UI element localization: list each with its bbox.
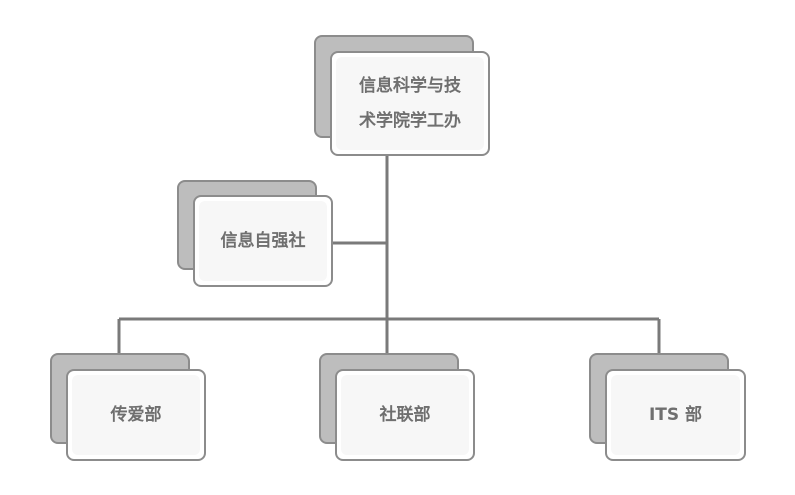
side-node-label: 信息自强社 xyxy=(220,230,306,251)
root-node: 信息科学与技 术学院学工办 xyxy=(314,35,490,157)
root-node-label-line2: 术学院学工办 xyxy=(359,110,461,131)
dept1-node: 传爱部 xyxy=(50,353,206,461)
root-node-label-line1: 信息科学与技 xyxy=(359,75,461,96)
dept2-node-label: 社联部 xyxy=(379,404,431,425)
side-node: 信息自强社 xyxy=(177,180,333,287)
dept2-node: 社联部 xyxy=(319,353,475,461)
dept1-node-label: 传爱部 xyxy=(110,404,162,425)
dept3-node-label: ITS 部 xyxy=(648,404,703,425)
dept3-node: ITS 部 xyxy=(589,353,746,461)
root-node-label: 信息科学与技 术学院学工办 xyxy=(359,69,461,139)
